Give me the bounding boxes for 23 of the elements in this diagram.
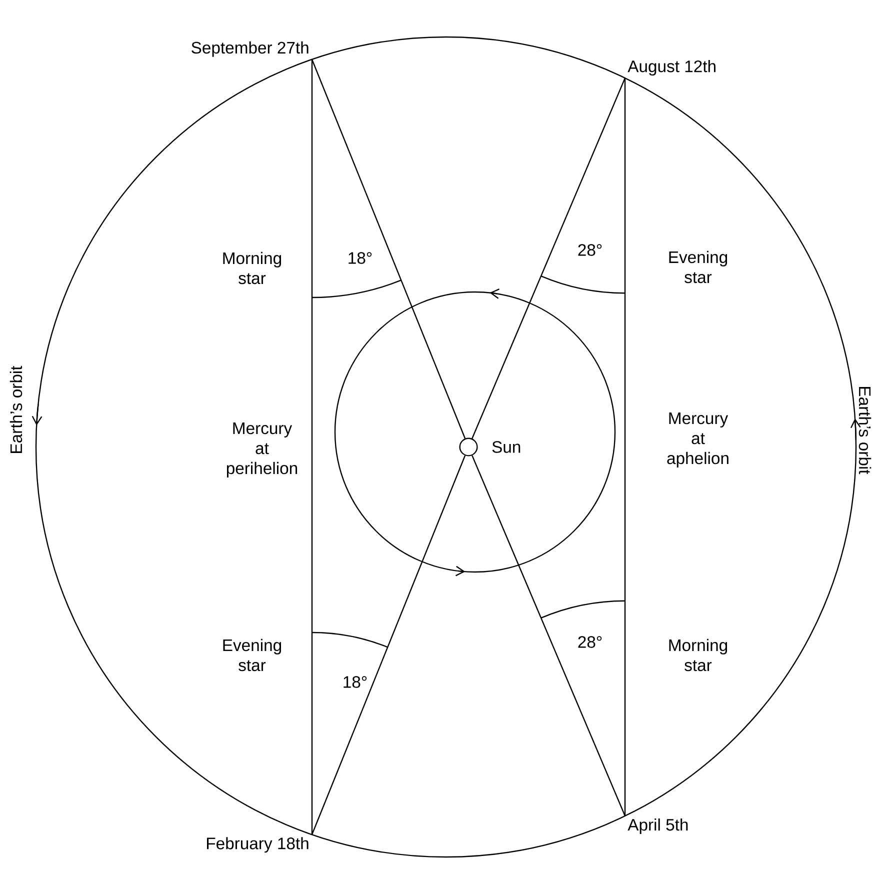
angle-label: 18°	[344, 676, 367, 688]
angle-label: 28°	[578, 244, 602, 256]
position-label: Mercury at aphelion	[667, 412, 728, 468]
star-label: Morning star	[223, 252, 282, 284]
date-label: April 5th	[628, 818, 688, 834]
date-label: February 18th	[207, 837, 308, 853]
date-label: August 12th	[628, 60, 716, 76]
star-label: Morning star	[669, 638, 728, 672]
line	[311, 455, 466, 835]
position-label: Mercury at perihelion	[226, 422, 298, 478]
sun-label: Sun	[492, 441, 520, 453]
line	[472, 78, 626, 439]
star-label: Evening star	[669, 250, 728, 284]
star-label: Evening star	[223, 638, 282, 672]
angle-label: 28°	[578, 636, 602, 648]
line	[472, 455, 626, 816]
line	[624, 78, 626, 816]
date-label: September 27th	[192, 41, 308, 57]
line	[311, 59, 466, 439]
angle-label: 18°	[348, 252, 372, 264]
line	[311, 60, 313, 834]
orbit-label: Earth’s orbit	[858, 387, 872, 474]
orbit-label: Earth’s orbit	[10, 366, 22, 453]
